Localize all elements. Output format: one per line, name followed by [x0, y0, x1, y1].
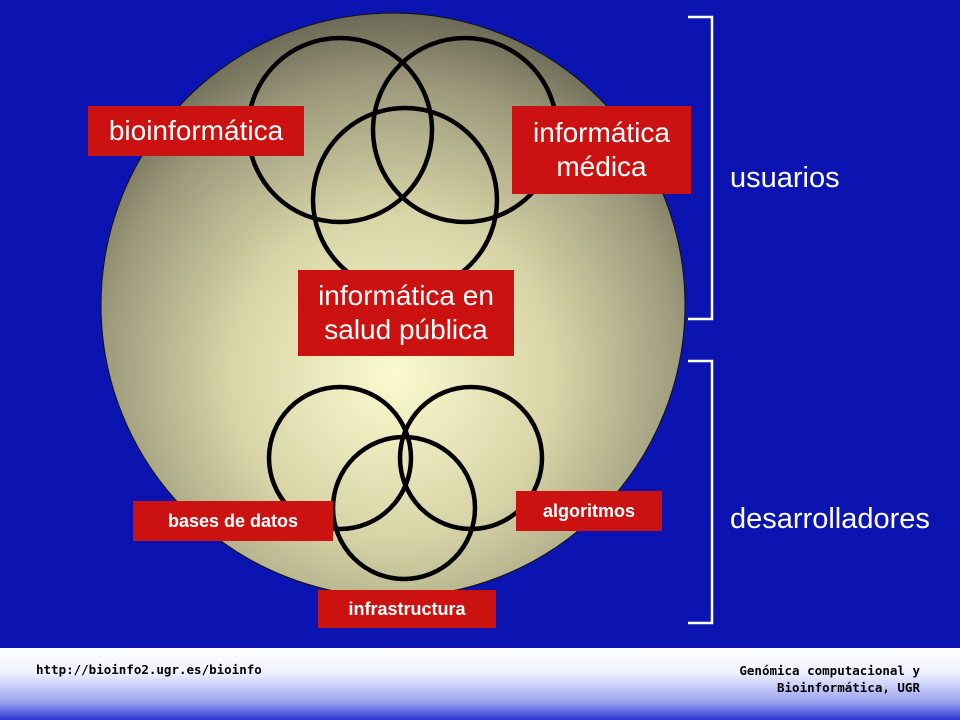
bracket-usuarios — [688, 15, 714, 321]
group-label-desarrolladores: desarrolladores — [730, 503, 930, 535]
group-label-usuarios: usuarios — [730, 162, 840, 194]
label-bioinformatica: bioinformática — [88, 106, 304, 156]
venn-circle-bases-de-datos — [266, 384, 414, 532]
label-algoritmos: algoritmos — [516, 491, 662, 531]
label-bases-de-datos: bases de datos — [133, 501, 333, 541]
venn-circle-infraestructura — [330, 434, 478, 582]
bracket-desarrolladores — [688, 359, 714, 625]
footer-bar: http://bioinfo2.ugr.es/bioinfo Genómica … — [0, 648, 960, 720]
footer-course-title: Genómica computacional y Bioinformática,… — [739, 663, 920, 695]
lower-venn — [266, 384, 545, 582]
label-salud-publica: informática en salud pública — [298, 270, 514, 356]
footer-url[interactable]: http://bioinfo2.ugr.es/bioinfo — [36, 662, 262, 677]
label-infraestructura: infrastructura — [318, 590, 496, 628]
label-informatica-medica: informática médica — [512, 106, 691, 194]
